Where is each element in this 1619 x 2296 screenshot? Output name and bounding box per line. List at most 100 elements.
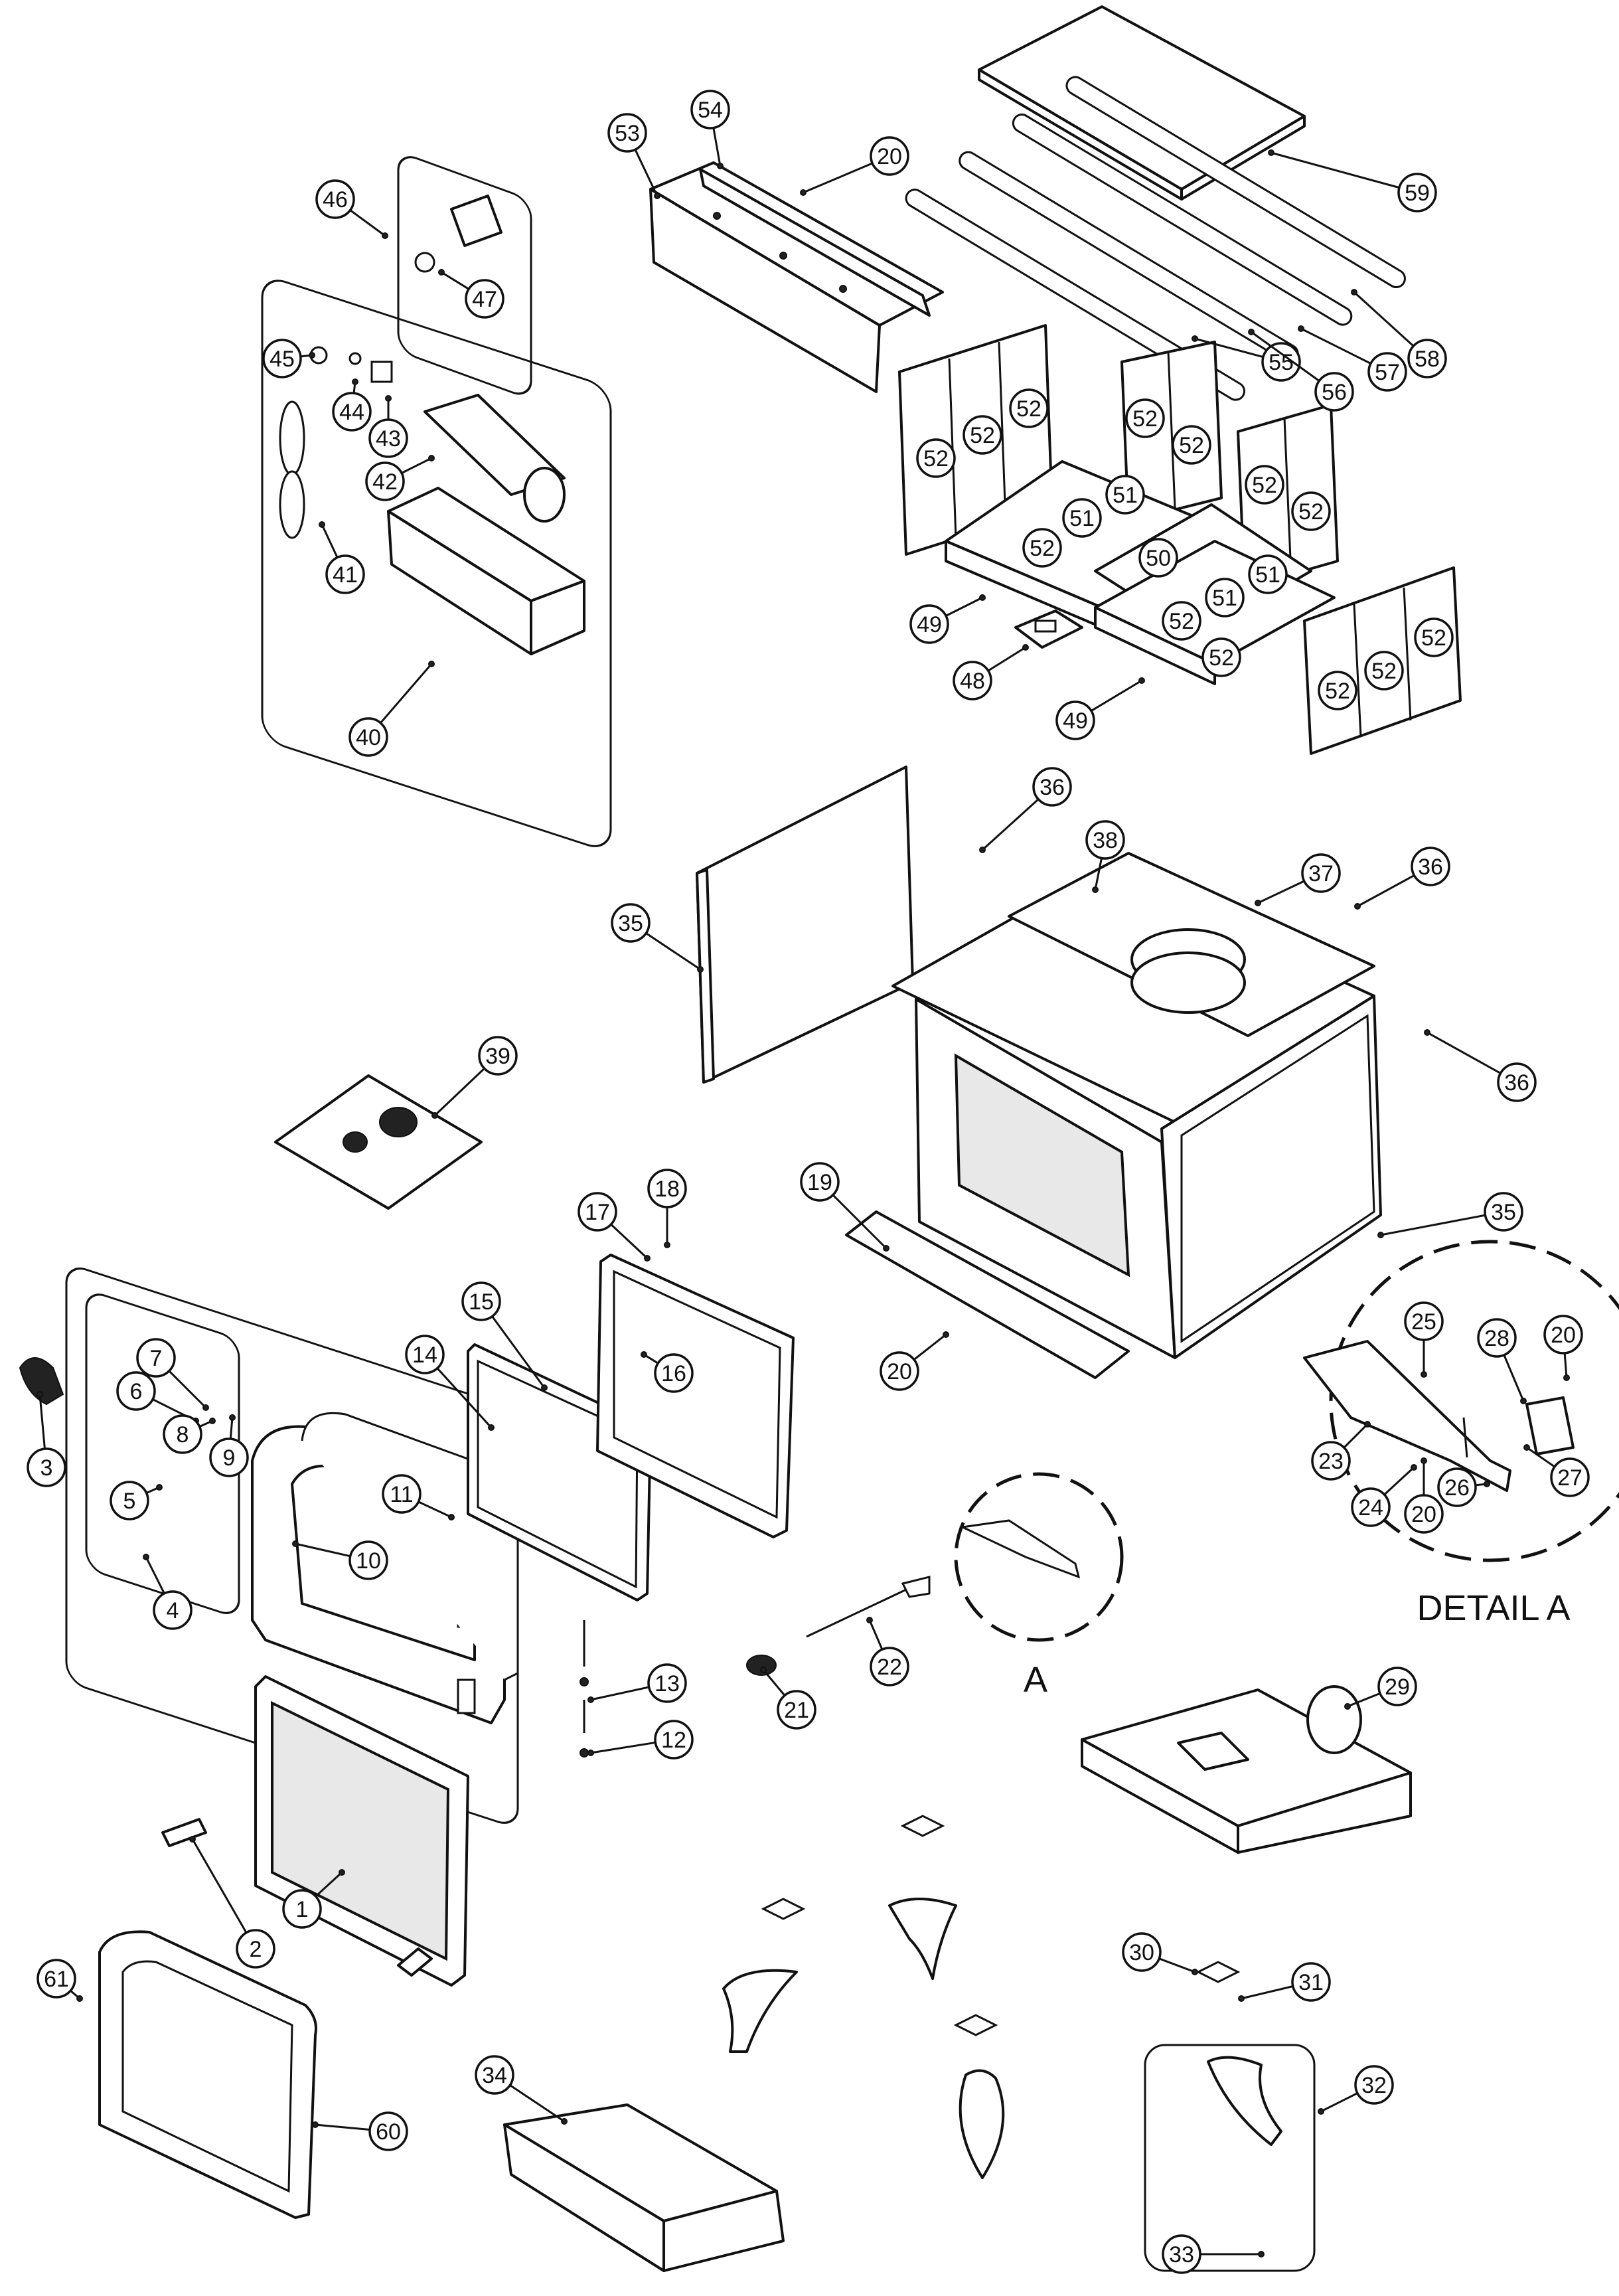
- callout-40: 40: [348, 661, 435, 757]
- callout-leader: [981, 798, 1040, 851]
- callout-20: 20: [1543, 1315, 1583, 1381]
- callout-33: 33: [1162, 2234, 1265, 2274]
- callout-arrowhead: [1258, 2251, 1265, 2257]
- callout-19: 19: [800, 1162, 889, 1252]
- callout-number: 21: [784, 1698, 809, 1723]
- callout-bubble: [1261, 342, 1301, 382]
- callout-bubble: [578, 1192, 617, 1232]
- callout-bubble: [1404, 1301, 1444, 1341]
- callout-arrowhead: [37, 1391, 43, 1398]
- callout-44: 44: [332, 378, 372, 432]
- callout-leader: [1251, 331, 1320, 382]
- callout-arrowhead: [654, 193, 660, 199]
- callout-52: 52: [1318, 671, 1357, 710]
- callout-number: 34: [482, 2063, 507, 2088]
- detail-a-circle: [1329, 1240, 1619, 1562]
- callout-bubble: [1407, 339, 1447, 378]
- callout-20: 20: [880, 1331, 949, 1391]
- callout-arrowhead: [143, 1554, 149, 1560]
- callout-number: 52: [1252, 473, 1277, 498]
- callout-number: 42: [372, 469, 398, 495]
- callout-28: 28: [1477, 1318, 1527, 1404]
- callout-leader: [315, 2123, 370, 2131]
- callout-56: 56: [1248, 329, 1354, 412]
- callout-number: 7: [150, 1346, 163, 1371]
- callout-35: 35: [611, 903, 704, 973]
- callout-leader: [1343, 1423, 1369, 1449]
- callout-43: 43: [368, 395, 408, 458]
- callout-bubble: [1318, 671, 1357, 710]
- callout-32: 32: [1318, 2065, 1394, 2115]
- callout-bubble: [1301, 853, 1341, 893]
- callout-52: 52: [916, 438, 956, 478]
- callout-number: 6: [130, 1379, 143, 1404]
- callout-leader: [1503, 1354, 1525, 1402]
- power-cord: [279, 400, 305, 539]
- callout-number: 60: [376, 2119, 401, 2145]
- callout-14: 14: [405, 1335, 495, 1431]
- callout-20: 20: [1404, 1457, 1444, 1534]
- callout-arrowhead: [644, 1255, 651, 1262]
- callout-bubble: [1311, 1441, 1351, 1481]
- callout-bubble: [870, 136, 909, 176]
- callout-arrowhead: [1192, 335, 1198, 342]
- callout-51: 51: [1248, 554, 1288, 594]
- callout-leader: [634, 149, 658, 197]
- callout-leader: [229, 1417, 234, 1439]
- callout-leader: [380, 663, 433, 724]
- callout-bubble: [1105, 475, 1145, 515]
- callout-53: 53: [607, 113, 660, 199]
- callout-number: 51: [1212, 586, 1237, 611]
- callout-24: 24: [1351, 1464, 1417, 1527]
- callout-36: 36: [1354, 847, 1450, 910]
- callout-8: 8: [163, 1414, 216, 1454]
- callout-13: 13: [587, 1663, 687, 1703]
- air-tubes: [905, 76, 1406, 401]
- callout-leader: [1357, 874, 1415, 908]
- callout-bubble: [1162, 601, 1201, 641]
- callout-bubble: [332, 392, 372, 432]
- callout-39: 39: [431, 1036, 518, 1119]
- callout-41: 41: [319, 521, 365, 594]
- callout-leader: [1320, 2092, 1358, 2113]
- callout-bubble: [368, 418, 408, 458]
- callout-arrowhead: [760, 1667, 767, 1673]
- callout-bubble: [382, 1474, 422, 1514]
- callout-arrowhead: [76, 1995, 83, 2002]
- callout-bubble: [1367, 352, 1407, 392]
- callout-number: 20: [887, 1359, 912, 1384]
- callout-arrowhead: [1421, 1457, 1427, 1464]
- legs: [722, 1815, 1282, 2179]
- callout-29: 29: [1344, 1667, 1417, 1710]
- callout-leader: [1094, 858, 1103, 890]
- callout-bubble: [1122, 1932, 1162, 1972]
- callout-31: 31: [1238, 1962, 1331, 2002]
- callout-leader: [433, 1068, 485, 1117]
- callout-bubble: [27, 1447, 66, 1487]
- callout-bubble: [654, 1353, 694, 1393]
- callout-number: 35: [618, 911, 643, 936]
- callout-arrowhead: [883, 1245, 889, 1252]
- callout-bubble: [153, 1590, 193, 1630]
- callout-20: 20: [800, 136, 909, 196]
- callout-30: 30: [1122, 1932, 1198, 1975]
- callout-number: 4: [167, 1598, 179, 1623]
- callout-number: 35: [1491, 1200, 1516, 1225]
- callout-arrowhead: [561, 2118, 568, 2125]
- callout-number: 2: [250, 1937, 262, 1962]
- callout-1: 1: [282, 1869, 345, 1929]
- callout-arrowhead: [1421, 1371, 1427, 1378]
- callout-arrowhead: [943, 1331, 949, 1338]
- callout-number: 27: [1557, 1465, 1582, 1491]
- callout-leader: [1383, 1466, 1415, 1496]
- callout-number: 1: [296, 1897, 309, 1922]
- callout-52: 52: [1125, 398, 1165, 438]
- callout-52: 52: [1245, 465, 1284, 505]
- callout-leader: [1194, 337, 1264, 359]
- callout-52: 52: [1364, 651, 1404, 691]
- callout-arrowhead: [979, 847, 986, 853]
- callout-arrowhead: [717, 163, 724, 169]
- callout-number: 52: [1209, 645, 1234, 671]
- callout-59: 59: [1268, 149, 1437, 212]
